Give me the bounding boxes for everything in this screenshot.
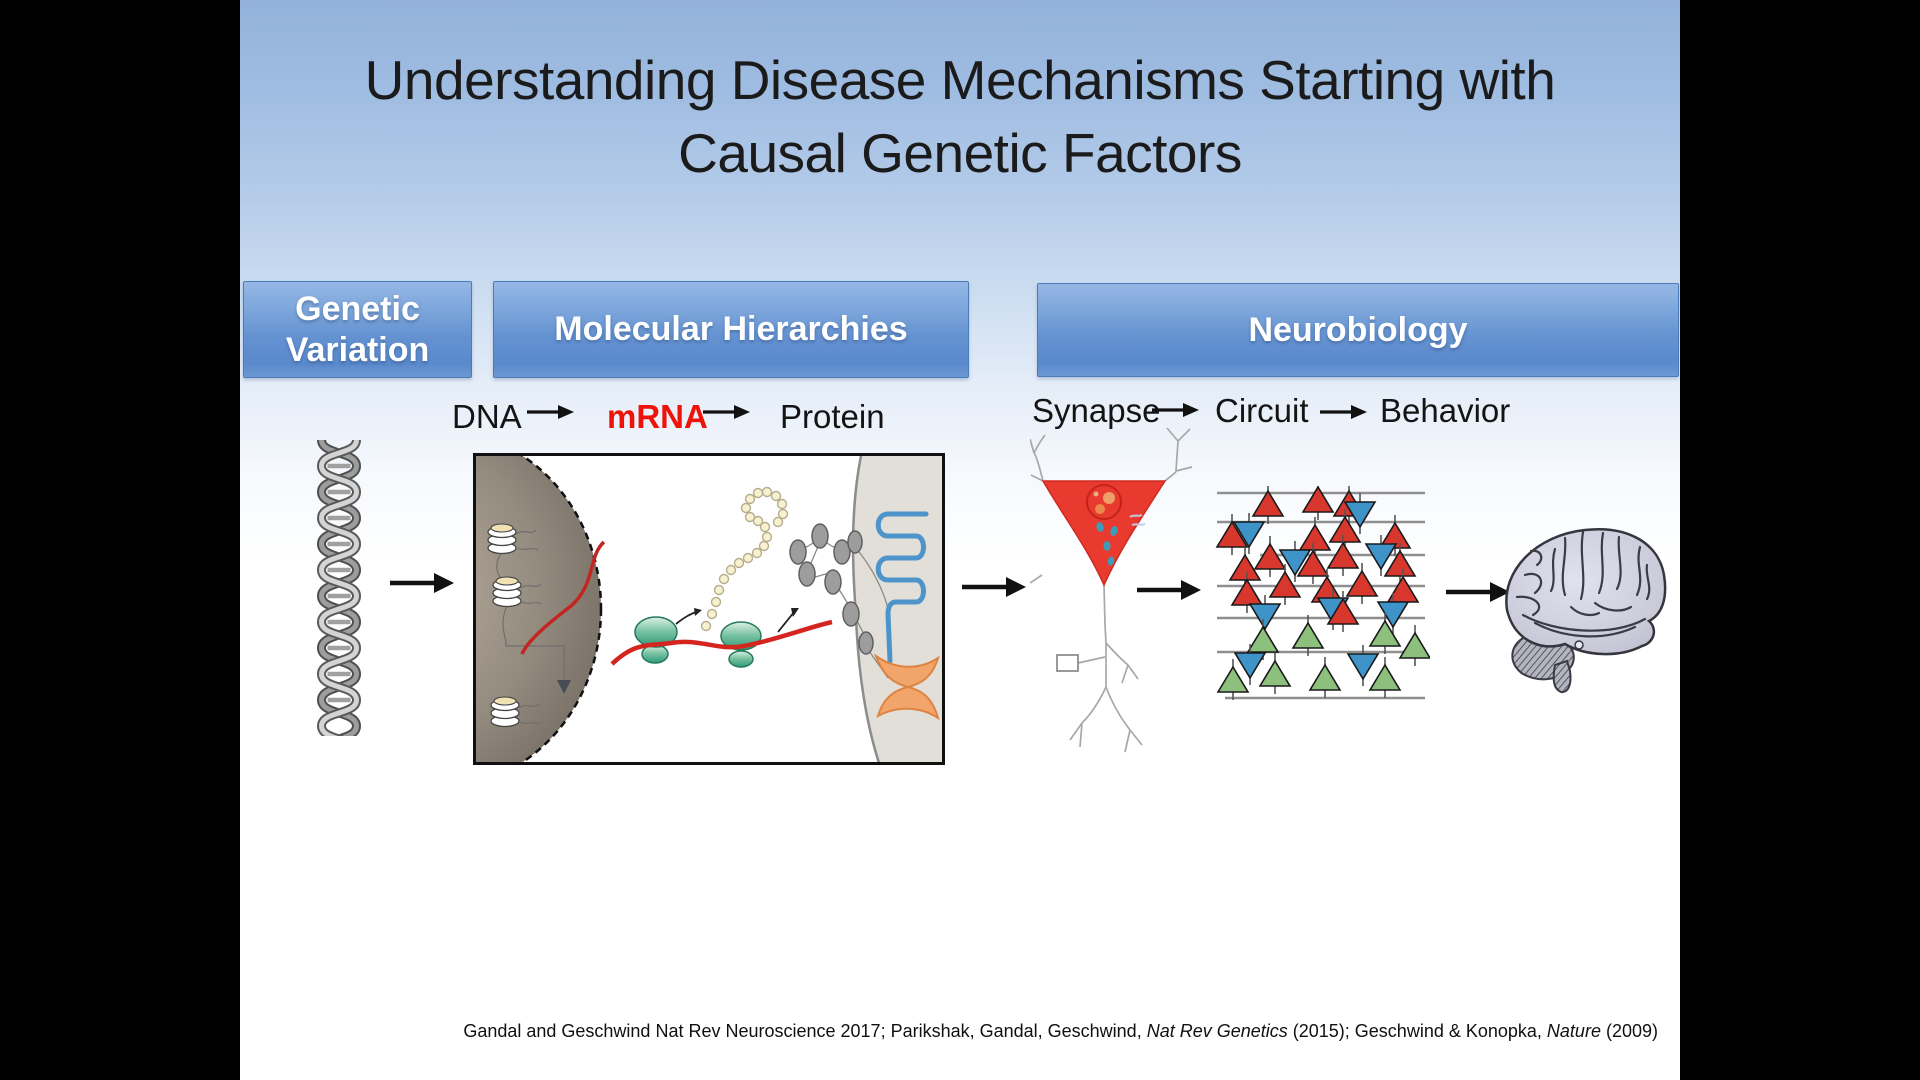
brain-illustration <box>1505 527 1667 694</box>
cell-molecular-diagram <box>476 456 942 762</box>
citation-part1: Gandal and Geschwind Nat Rev Neuroscienc… <box>463 1021 1147 1041</box>
letterbox-right <box>1680 0 1920 1080</box>
cortical-circuit-illustration <box>1215 486 1430 700</box>
arrow-right-icon <box>1320 405 1367 419</box>
cerebrum-outline <box>1505 527 1667 656</box>
protein-interaction-network <box>789 523 890 679</box>
mrna-strand <box>610 619 833 666</box>
ribosome-icons <box>634 616 762 668</box>
nucleosome-icons <box>487 523 522 728</box>
header-box-neurobiology: Neurobiology <box>1037 283 1679 377</box>
circuit-neurons <box>1215 486 1430 700</box>
cell-diagram-frame <box>473 453 945 765</box>
arrow-right-icon <box>1152 403 1199 417</box>
citation: Gandal and Geschwind Nat Rev Neuroscienc… <box>463 1021 1658 1042</box>
citation-journal-italic: Nat Rev Genetics <box>1146 1021 1288 1041</box>
label-mrna: mRNA <box>607 398 708 435</box>
nucleus-granules <box>1093 491 1115 514</box>
arrow-right-icon <box>1446 582 1510 602</box>
gyri-sulci-lines <box>1515 530 1651 638</box>
brainstem <box>1552 659 1572 694</box>
neuron-soma <box>1041 480 1167 587</box>
dna-helix-illustration <box>316 440 362 736</box>
header-box-molecular-hierarchies: Molecular Hierarchies <box>493 281 969 378</box>
label-circuit: Circuit <box>1215 392 1309 429</box>
arrow-right-icon <box>527 405 574 419</box>
nascent-rna-strand <box>520 540 606 655</box>
label-synapse: Synapse <box>1032 392 1161 429</box>
label-protein: Protein <box>780 398 885 435</box>
polypeptide-chain <box>700 486 789 632</box>
translation-arrows <box>675 608 799 633</box>
arrow-right-icon <box>1137 580 1201 600</box>
slide-title-line2: Causal Genetic Factors <box>678 122 1242 184</box>
synapse-target-box <box>1056 654 1079 672</box>
presentation-slide: Understanding Disease Mechanisms Startin… <box>240 0 1680 1080</box>
citation-part2: (2015); Geschwind & Konopka, <box>1287 1021 1547 1041</box>
chromatin-nucleosomes <box>496 529 565 725</box>
slide-title: Understanding Disease Mechanisms Startin… <box>240 44 1680 190</box>
faint-annotation-marks <box>1129 514 1146 526</box>
citation-journal-italic: Nature <box>1546 1021 1601 1041</box>
arrow-right-icon <box>703 405 750 419</box>
vesicle-dots <box>1096 522 1118 566</box>
cell-membrane-region <box>853 456 942 762</box>
slide-title-line1: Understanding Disease Mechanisms Startin… <box>364 49 1556 111</box>
label-behavior: Behavior <box>1380 392 1511 429</box>
dendrites-axon <box>1030 427 1193 753</box>
letterbox-left <box>0 0 240 1080</box>
header-box-genetic-variation: Genetic Variation <box>243 281 472 378</box>
citation-part3: (2009) <box>1600 1021 1658 1041</box>
arrow-right-icon <box>390 573 454 593</box>
label-dna: DNA <box>452 398 522 435</box>
foramen-dot <box>1574 640 1584 650</box>
synapse-neuron-illustration <box>1030 427 1193 753</box>
arrow-right-icon <box>962 577 1026 597</box>
membrane-receptor-icon <box>875 511 929 664</box>
neuron-nucleus <box>1086 484 1122 520</box>
membrane-channel-icon <box>873 653 940 721</box>
